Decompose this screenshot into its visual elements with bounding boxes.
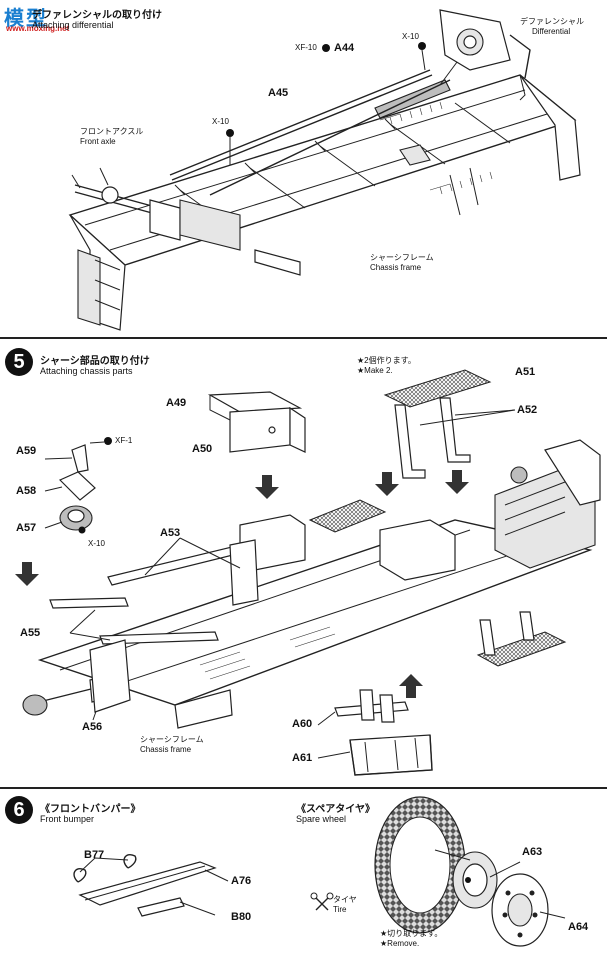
a52-bracket-left (394, 404, 426, 479)
a56-front-hub (22, 694, 48, 716)
label-a55: A55 (20, 627, 41, 639)
step5-number-badge: 5 (5, 348, 33, 376)
label-chassis-frame-jp-5: シャーシフレーム (140, 735, 204, 744)
xf10-paint-dot (322, 44, 330, 52)
arrow-down-hub (15, 562, 39, 586)
step5-title-jp: シャーシ部品の取り付け (40, 356, 150, 367)
label-b80: B80 (231, 911, 252, 923)
a53-member-left (107, 544, 247, 586)
a55-member-b (99, 631, 219, 645)
label-a44: A44 (334, 42, 355, 54)
step5-title-en: Attaching chassis parts (40, 366, 133, 376)
label-a53: A53 (160, 527, 181, 539)
label-a63: A63 (522, 846, 543, 858)
label-xf1: XF-1 (115, 436, 133, 445)
label-a59: A59 (16, 445, 37, 457)
b77-hook-left (73, 868, 87, 883)
watermark-chinese: 模型 (4, 6, 48, 30)
label-differential-jp: デファレンシャル (520, 17, 584, 26)
arrow-down-step-left (375, 472, 399, 496)
step4-drawing (68, 9, 581, 331)
step6-title-en: Front bumper (40, 814, 95, 824)
a61-bracket (349, 734, 433, 776)
label-make2-en: ★Make 2. (357, 366, 393, 375)
label-chassis-frame-en-5: Chassis frame (140, 745, 192, 754)
label-differential-en: Differential (532, 27, 571, 36)
watermark-logo: 模型 www.moxing.net (2, 2, 90, 36)
chassis-frame-step5 (37, 519, 593, 706)
label-a57: A57 (16, 522, 37, 534)
label-a52: A52 (517, 404, 538, 416)
a45-drive-shaft (169, 69, 431, 176)
label-xf10: XF-10 (295, 43, 317, 52)
label-make2-jp: ★2個作ります。 (357, 356, 416, 365)
label-a60: A60 (292, 718, 313, 730)
step5-drawing (15, 369, 601, 776)
label-a76: A76 (231, 875, 252, 887)
fuel-tank (379, 519, 456, 581)
label-tire-en: Tire (333, 905, 347, 914)
label-remove-jp: ★切り取ります。 (380, 929, 443, 938)
step6-title-jp: 《フロントバンパー》 (40, 804, 141, 815)
label-a56: A56 (82, 721, 103, 733)
a49-box-lid (207, 391, 303, 413)
arrow-down-step-right (445, 470, 469, 494)
label-a49: A49 (166, 397, 187, 409)
a55-member-a (49, 597, 129, 609)
label-a51: A51 (515, 366, 536, 378)
x10-bolt-left (226, 129, 234, 137)
spare-wheel-title-en: Spare wheel (296, 814, 347, 824)
step4-title-en: Attaching differential (32, 20, 114, 30)
b77-hook-right (123, 854, 137, 869)
label-chassis-frame-jp-4: シャーシフレーム (370, 253, 434, 262)
label-x10-hub: X-10 (88, 539, 105, 548)
step6-number-badge: 6 (5, 796, 33, 824)
scissors-icon (315, 897, 329, 911)
divider-step5-6 (0, 787, 607, 789)
label-x10-top: X-10 (402, 32, 419, 41)
x10-bolt-top (418, 42, 426, 50)
label-b77: B77 (84, 849, 105, 861)
label-tire-jp: タイヤ (333, 895, 357, 904)
divider-step4-5 (0, 337, 607, 339)
label-a61: A61 (292, 752, 313, 764)
a51-step-plate (383, 369, 492, 408)
a58-spindle (58, 471, 96, 501)
spare-wheel-title-jp: 《スペアタイヤ》 (296, 804, 375, 815)
a52-bracket-right (439, 397, 471, 463)
watermark-url: www.moxing.net (6, 24, 70, 33)
step4-title-jp: デファレンシャルの取り付け (32, 10, 162, 21)
chassis-frame-outline (68, 74, 577, 266)
label-front-axle-en: Front axle (80, 137, 116, 146)
arrow-up-bracket (399, 674, 423, 698)
label-a45: A45 (268, 87, 289, 99)
a59-pin (71, 444, 89, 473)
label-front-axle-jp: フロントアクスル (80, 127, 144, 136)
step6-drawing (73, 796, 566, 947)
a50-box (229, 407, 291, 453)
b80-plate (137, 897, 185, 917)
arrow-down-box (255, 475, 279, 499)
label-x10-left: X-10 (212, 117, 229, 126)
label-a64: A64 (568, 921, 589, 933)
label-chassis-frame-en-4: Chassis frame (370, 263, 422, 272)
step-right-installed (476, 631, 567, 667)
label-a50: A50 (192, 443, 213, 455)
label-a58: A58 (16, 485, 37, 497)
label-remove-en: ★Remove. (380, 939, 420, 948)
